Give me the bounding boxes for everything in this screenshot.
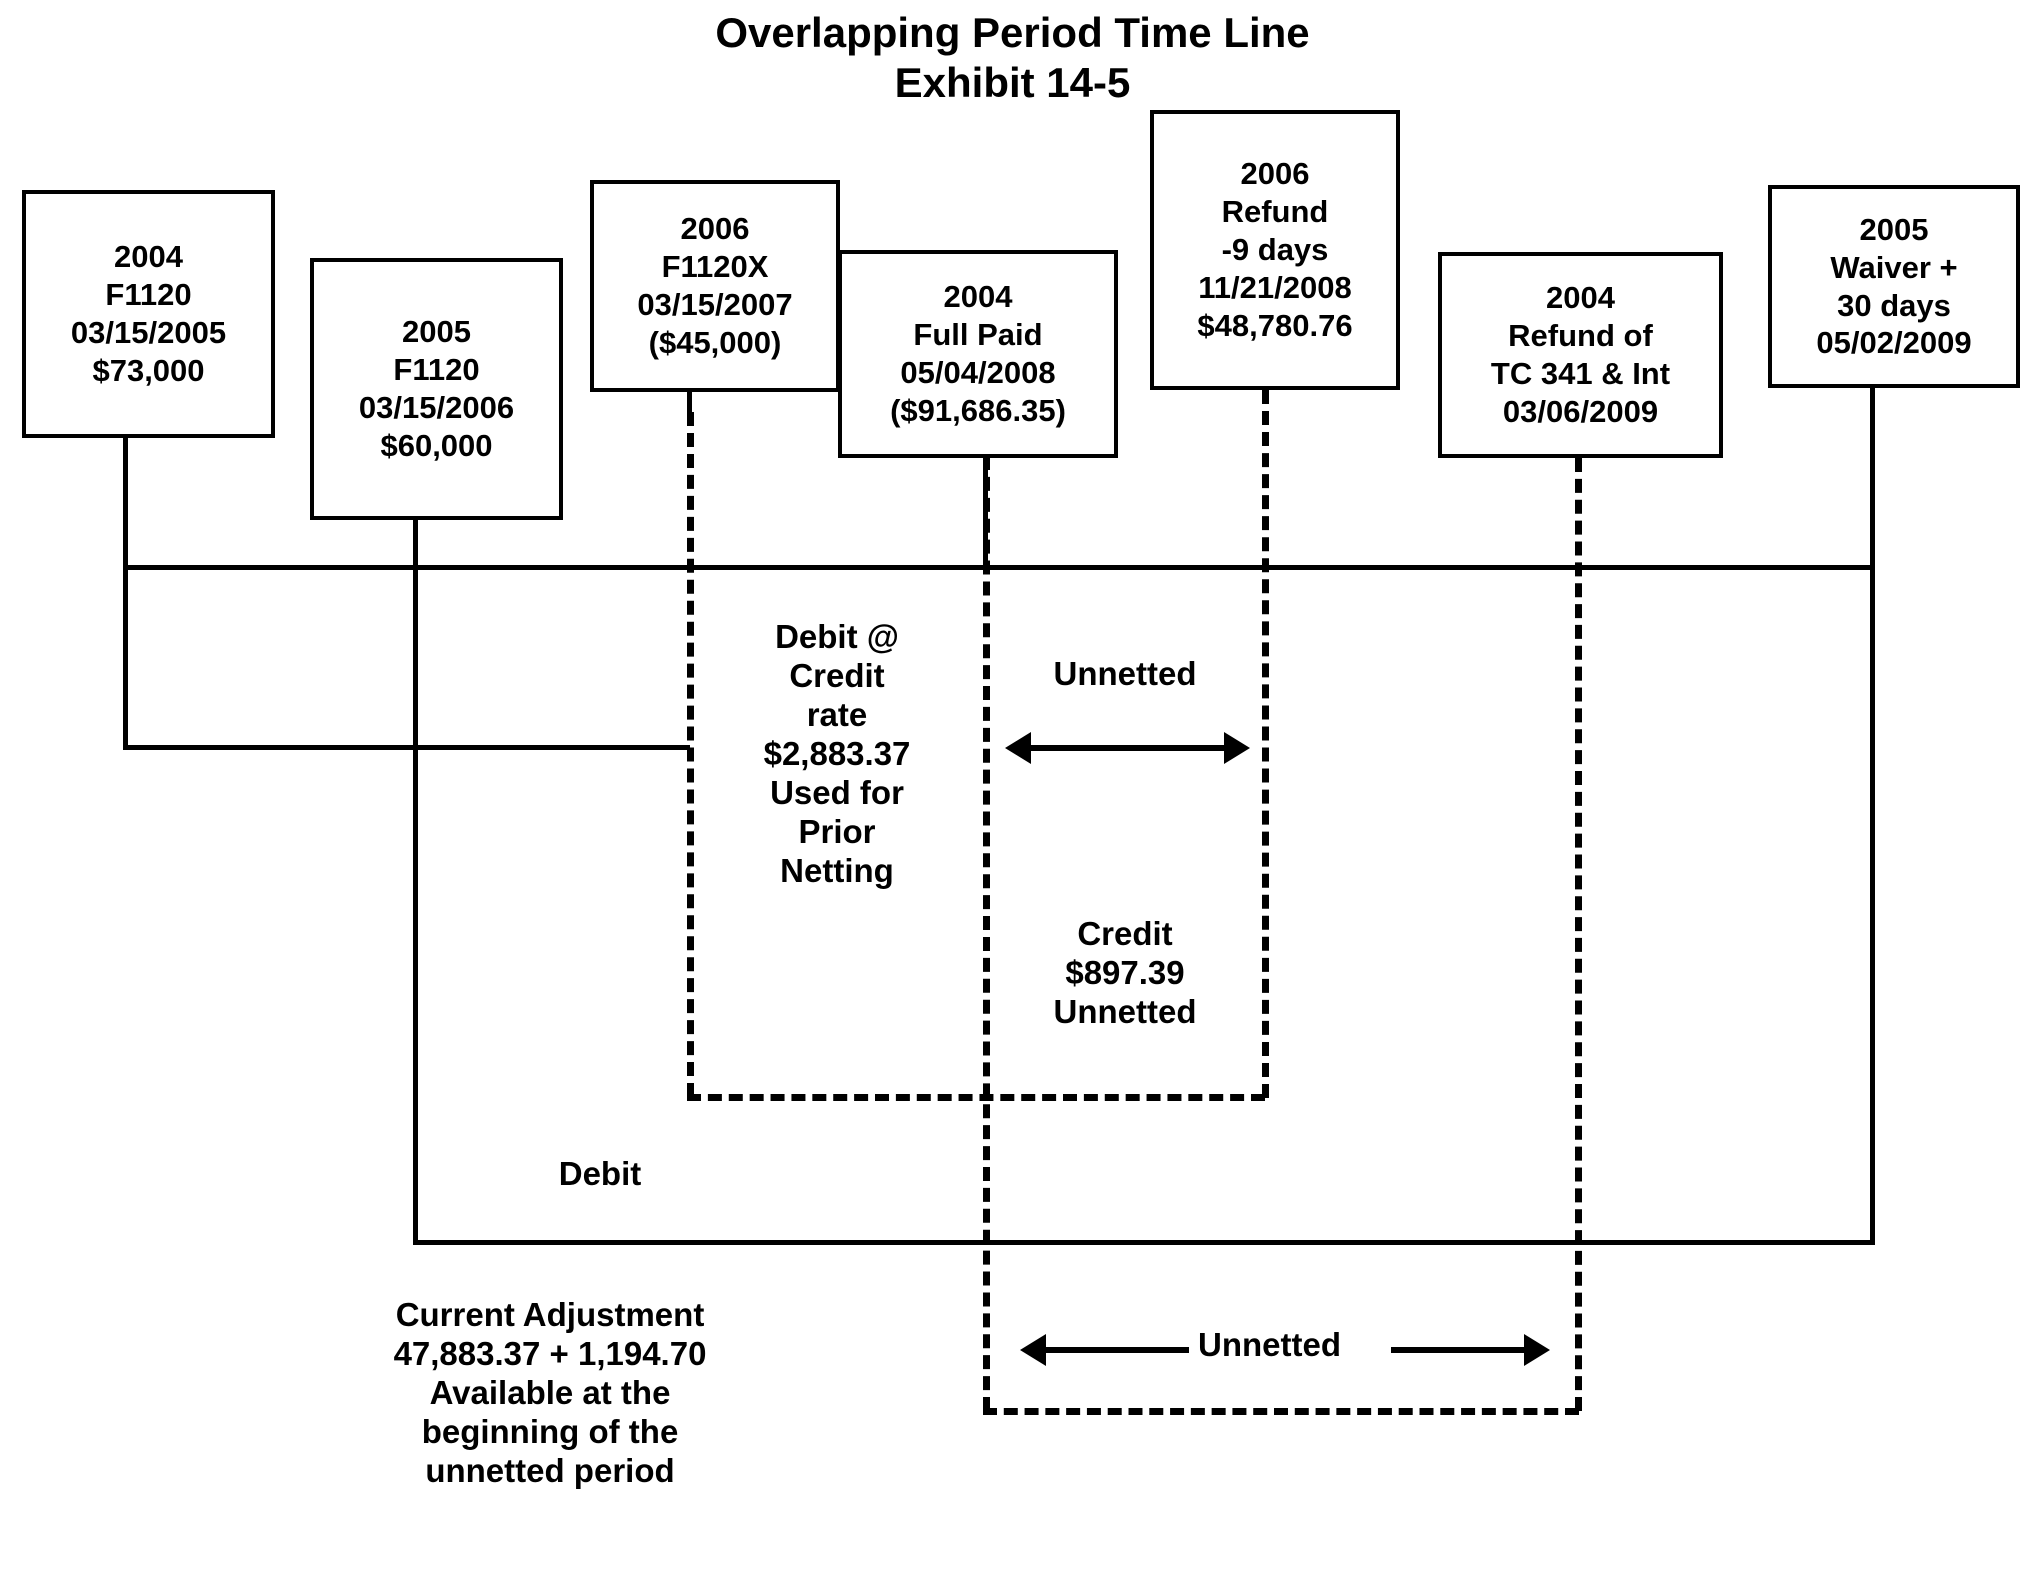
node-line: F1120X bbox=[661, 249, 769, 285]
label-line: rate bbox=[806, 695, 868, 733]
node-line: 05/02/2009 bbox=[1816, 325, 1972, 361]
connector-2006-f1120x-stub bbox=[687, 390, 692, 412]
connector-2004-left-drop bbox=[123, 565, 128, 750]
node-line: 11/21/2008 bbox=[1198, 269, 1352, 305]
node-line: -9 days bbox=[1221, 232, 1329, 268]
node-line: 03/15/2006 bbox=[358, 390, 515, 425]
label-line: Debit bbox=[558, 1155, 642, 1192]
node-2006-refund[interactable]: 2006 Refund -9 days 11/21/2008 $48,780.7… bbox=[1150, 110, 1400, 390]
title-line-1: Overlapping Period Time Line bbox=[715, 9, 1310, 56]
label-line: Netting bbox=[780, 851, 894, 889]
node-line: ($91,686.35) bbox=[890, 392, 1066, 428]
dashed-netting-bottom bbox=[687, 1094, 1265, 1101]
dashed-unnetted-bottom bbox=[983, 1408, 1579, 1415]
label-line: Prior bbox=[798, 812, 876, 850]
label-line: Used for bbox=[770, 773, 904, 811]
node-line: Full Paid bbox=[913, 317, 1043, 353]
label-current-adjustment: Current Adjustment 47,883.37 + 1,194.70 … bbox=[340, 1296, 760, 1491]
node-line: 2004 bbox=[1546, 280, 1615, 316]
dashed-2006-refund-line bbox=[1262, 390, 1269, 1098]
node-line: 2005 bbox=[1859, 211, 1929, 247]
node-line: F1120 bbox=[105, 277, 192, 313]
node-line: 2004 bbox=[114, 239, 183, 275]
label-debit-credit-rate: Debit @ Credit rate $2,883.37 Used for P… bbox=[712, 618, 962, 891]
node-2005-waiver[interactable]: 2005 Waiver + 30 days 05/02/2009 bbox=[1768, 185, 2020, 388]
label-unnetted-bottom: Unnetted bbox=[1192, 1326, 1347, 1364]
debit-bracket-bottom bbox=[413, 1240, 1875, 1245]
node-line: Refund of bbox=[1508, 318, 1653, 354]
node-line: 2006 bbox=[1240, 156, 1310, 192]
node-line: 2006 bbox=[680, 211, 750, 247]
connector-2005-f1120-stem bbox=[413, 518, 418, 745]
label-line: 47,883.37 + 1,194.70 bbox=[393, 1334, 707, 1372]
node-2005-f1120[interactable]: 2005 F1120 03/15/2006 $60,000 bbox=[310, 258, 563, 520]
node-line: 05/04/2008 bbox=[900, 355, 1056, 390]
connector-2004-f1120-stem bbox=[123, 436, 128, 570]
label-line: Available at the bbox=[429, 1373, 671, 1411]
label-line: Credit bbox=[789, 656, 885, 694]
label-unnetted-top: Unnetted bbox=[1000, 655, 1250, 694]
node-line: ($45,000) bbox=[648, 324, 782, 360]
node-line: Refund bbox=[1221, 194, 1329, 230]
arrow-shaft-right bbox=[1391, 1347, 1526, 1353]
netting-bracket-rule bbox=[123, 745, 690, 750]
label-line: $897.39 bbox=[1065, 953, 1185, 991]
debit-bracket-left bbox=[413, 745, 418, 1245]
node-line: $48,780.76 bbox=[1197, 307, 1353, 343]
label-line: Unnetted bbox=[1053, 655, 1197, 692]
node-line: F1120 bbox=[393, 352, 480, 388]
node-line: 03/15/2005 bbox=[70, 315, 227, 350]
timeline-upper-rule bbox=[123, 565, 1875, 570]
title-line-2: Exhibit 14-5 bbox=[894, 58, 1131, 106]
arrow-shaft bbox=[1023, 745, 1232, 751]
dashed-2006-f1120x-line bbox=[687, 412, 694, 1097]
node-line: 03/06/2009 bbox=[1502, 393, 1659, 429]
label-line: Credit bbox=[1077, 915, 1173, 952]
label-line: Unnetted bbox=[1053, 992, 1197, 1030]
arrow-head-right-icon bbox=[1224, 732, 1250, 764]
label-debit: Debit bbox=[500, 1155, 700, 1194]
label-line: unnetted period bbox=[425, 1451, 675, 1489]
node-2004-f1120[interactable]: 2004 F1120 03/15/2005 $73,000 bbox=[22, 190, 275, 438]
node-line: $73,000 bbox=[92, 352, 205, 388]
node-line: 03/15/2007 bbox=[637, 287, 793, 322]
node-2006-f1120x[interactable]: 2006 F1120X 03/15/2007 ($45,000) bbox=[590, 180, 840, 392]
label-credit-unnetted: Credit $897.39 Unnetted bbox=[1000, 915, 1250, 1032]
node-line: 30 days bbox=[1837, 287, 1951, 323]
node-line: 2005 bbox=[402, 314, 471, 350]
dashed-tc341-line bbox=[1575, 458, 1582, 1411]
arrow-head-left-icon bbox=[1020, 1334, 1046, 1366]
node-line: $60,000 bbox=[380, 427, 493, 463]
node-line: Waiver + bbox=[1830, 249, 1958, 285]
page-title: Overlapping Period Time Line Exhibit 14-… bbox=[0, 8, 2025, 107]
node-2004-refund-tc341[interactable]: 2004 Refund of TC 341 & Int 03/06/2009 bbox=[1438, 252, 1723, 458]
label-line: Debit @ bbox=[775, 618, 899, 655]
debit-bracket-right bbox=[1870, 565, 1875, 1245]
dashed-full-paid-line bbox=[983, 456, 990, 1411]
arrow-shaft-left bbox=[1044, 1347, 1189, 1353]
connector-2005-waiver-stem bbox=[1870, 388, 1875, 570]
node-line: 2004 bbox=[943, 279, 1013, 315]
arrow-head-right-icon bbox=[1524, 1334, 1550, 1366]
node-line: TC 341 & Int bbox=[1490, 356, 1671, 391]
label-line: Current Adjustment bbox=[395, 1296, 705, 1333]
node-2004-full-paid[interactable]: 2004 Full Paid 05/04/2008 ($91,686.35) bbox=[838, 250, 1118, 458]
label-line: beginning of the bbox=[421, 1412, 679, 1450]
label-line: $2,883.37 bbox=[763, 734, 911, 772]
